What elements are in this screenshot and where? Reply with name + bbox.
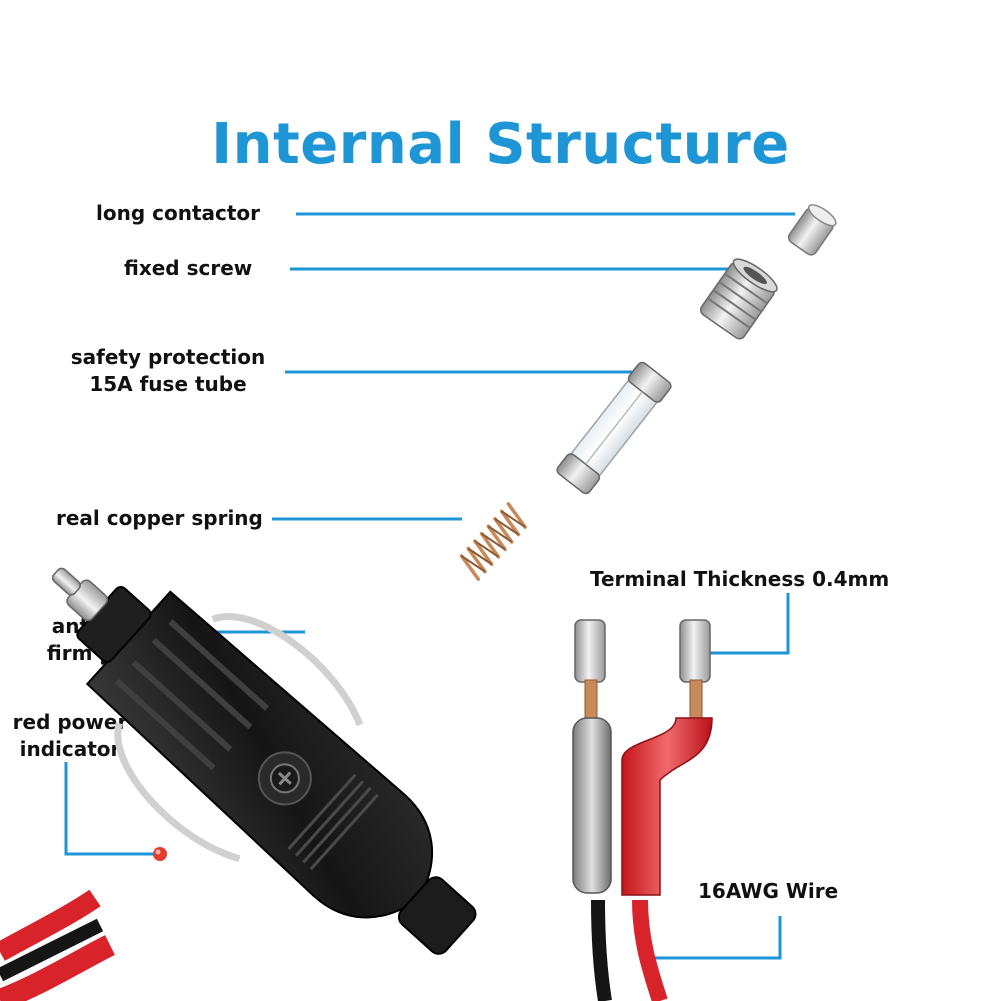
label-long-contactor: long contactor	[96, 201, 261, 225]
cigarette-plug	[51, 567, 477, 955]
red-led-indicator	[153, 847, 167, 861]
copper-spring-part	[459, 502, 527, 581]
fixed-screw-part	[699, 258, 778, 340]
label-fixed-screw: fixed screw	[124, 256, 253, 280]
leader-wire	[640, 916, 782, 960]
label-copper-spring: real copper spring	[56, 506, 263, 530]
label-fuse-line1: safety protection	[70, 345, 266, 369]
label-fuse-line2: 15A fuse tube	[89, 372, 247, 396]
label-indicator-line2: indicator	[19, 737, 121, 761]
leader-terminal	[702, 593, 790, 655]
label-terminal-thickness: Terminal Thickness 0.4mm	[590, 567, 890, 591]
fuse-tube-part	[556, 361, 672, 495]
right-terminal	[621, 619, 713, 896]
left-terminal	[572, 619, 612, 894]
long-contactor-part	[787, 204, 837, 256]
terminal-wires	[572, 619, 713, 1001]
label-wire: 16AWG Wire	[698, 879, 839, 903]
leader-indicator	[64, 762, 158, 856]
diagram-title: Internal Structure	[211, 112, 790, 177]
label-indicator-line1: red power	[12, 710, 128, 734]
plug-cable	[0, 889, 115, 1001]
